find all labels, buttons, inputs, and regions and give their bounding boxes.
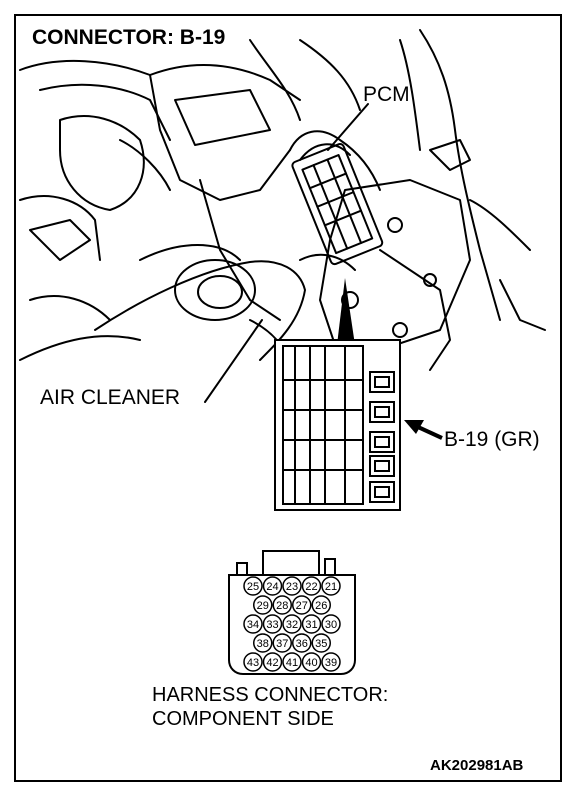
pin-label-30: 30 bbox=[325, 619, 337, 631]
pin-label-39: 39 bbox=[325, 657, 337, 669]
pin-label-38: 38 bbox=[257, 638, 269, 650]
b19-arrow bbox=[404, 420, 443, 440]
pcm-harness-wires bbox=[289, 130, 381, 191]
pin-label-35: 35 bbox=[315, 638, 327, 650]
pin-label-36: 36 bbox=[296, 638, 308, 650]
pin-label-28: 28 bbox=[276, 600, 288, 612]
pin-label-22: 22 bbox=[305, 581, 317, 593]
engine-bay-sketch bbox=[19, 29, 546, 371]
connector-code-label: B-19 (GR) bbox=[444, 428, 540, 451]
diagram-frame bbox=[14, 14, 562, 782]
pin-40 bbox=[301, 652, 322, 672]
pin-27 bbox=[292, 595, 312, 615]
pin-42 bbox=[262, 652, 283, 672]
pcm-label: PCM bbox=[363, 83, 410, 106]
connector-pointer bbox=[337, 278, 355, 345]
pin-29 bbox=[253, 595, 273, 615]
page-title: CONNECTOR: B-19 bbox=[32, 26, 226, 49]
pin-label-31: 31 bbox=[305, 619, 317, 631]
pin-label-37: 37 bbox=[276, 638, 288, 650]
pin-43 bbox=[243, 652, 263, 672]
mounting-bracket bbox=[319, 179, 471, 351]
pin-label-25: 25 bbox=[247, 581, 259, 593]
pin-28 bbox=[272, 595, 292, 615]
pin-35 bbox=[311, 633, 331, 653]
pcm-unit bbox=[291, 142, 384, 266]
pin-38 bbox=[253, 633, 273, 653]
pin-37 bbox=[272, 633, 292, 653]
pin-21 bbox=[321, 576, 341, 596]
pin-label-34: 34 bbox=[247, 619, 259, 631]
harness-caption-line2: COMPONENT SIDE bbox=[152, 708, 334, 730]
pcm-leader bbox=[327, 103, 369, 151]
pin-label-40: 40 bbox=[305, 657, 317, 669]
pin-label-43: 43 bbox=[247, 657, 259, 669]
pin-39 bbox=[321, 652, 341, 672]
pin-32 bbox=[282, 614, 302, 634]
pin-label-24: 24 bbox=[266, 581, 278, 593]
air-cleaner-body bbox=[19, 244, 306, 366]
pin-24 bbox=[262, 576, 283, 596]
air-cleaner-leader bbox=[204, 319, 263, 403]
connector-b19-enlarged bbox=[274, 339, 401, 511]
pin-25 bbox=[243, 576, 263, 596]
pin-22 bbox=[301, 576, 322, 596]
figure-id: AK202981AB bbox=[430, 757, 524, 774]
pin-23 bbox=[282, 576, 302, 596]
pin-30 bbox=[321, 614, 341, 634]
pin-36 bbox=[292, 633, 312, 653]
pin-label-41: 41 bbox=[286, 657, 298, 669]
pin-41 bbox=[282, 652, 302, 672]
pin-label-27: 27 bbox=[296, 600, 308, 612]
pin-26 bbox=[311, 595, 331, 615]
pin-label-26: 26 bbox=[315, 600, 327, 612]
pin-33 bbox=[262, 614, 283, 634]
pin-label-29: 29 bbox=[257, 600, 269, 612]
pin-label-21: 21 bbox=[325, 581, 337, 593]
harness-caption: HARNESS CONNECTOR: COMPONENT SIDE bbox=[152, 683, 388, 731]
harness-pin-grid: 25 24 23 22 21 29 28 27 26 34 33 32 31 30 38 37 36 35 43 42… bbox=[243, 576, 341, 672]
harness-caption-line1: HARNESS CONNECTOR: bbox=[152, 684, 389, 706]
air-cleaner-label: AIR CLEANER bbox=[40, 386, 181, 409]
pin-label-42: 42 bbox=[266, 657, 278, 669]
pin-label-32: 32 bbox=[286, 619, 298, 631]
pin-31 bbox=[301, 614, 322, 634]
pin-label-33: 33 bbox=[266, 619, 278, 631]
pin-34 bbox=[243, 614, 263, 634]
pin-label-23: 23 bbox=[286, 581, 298, 593]
